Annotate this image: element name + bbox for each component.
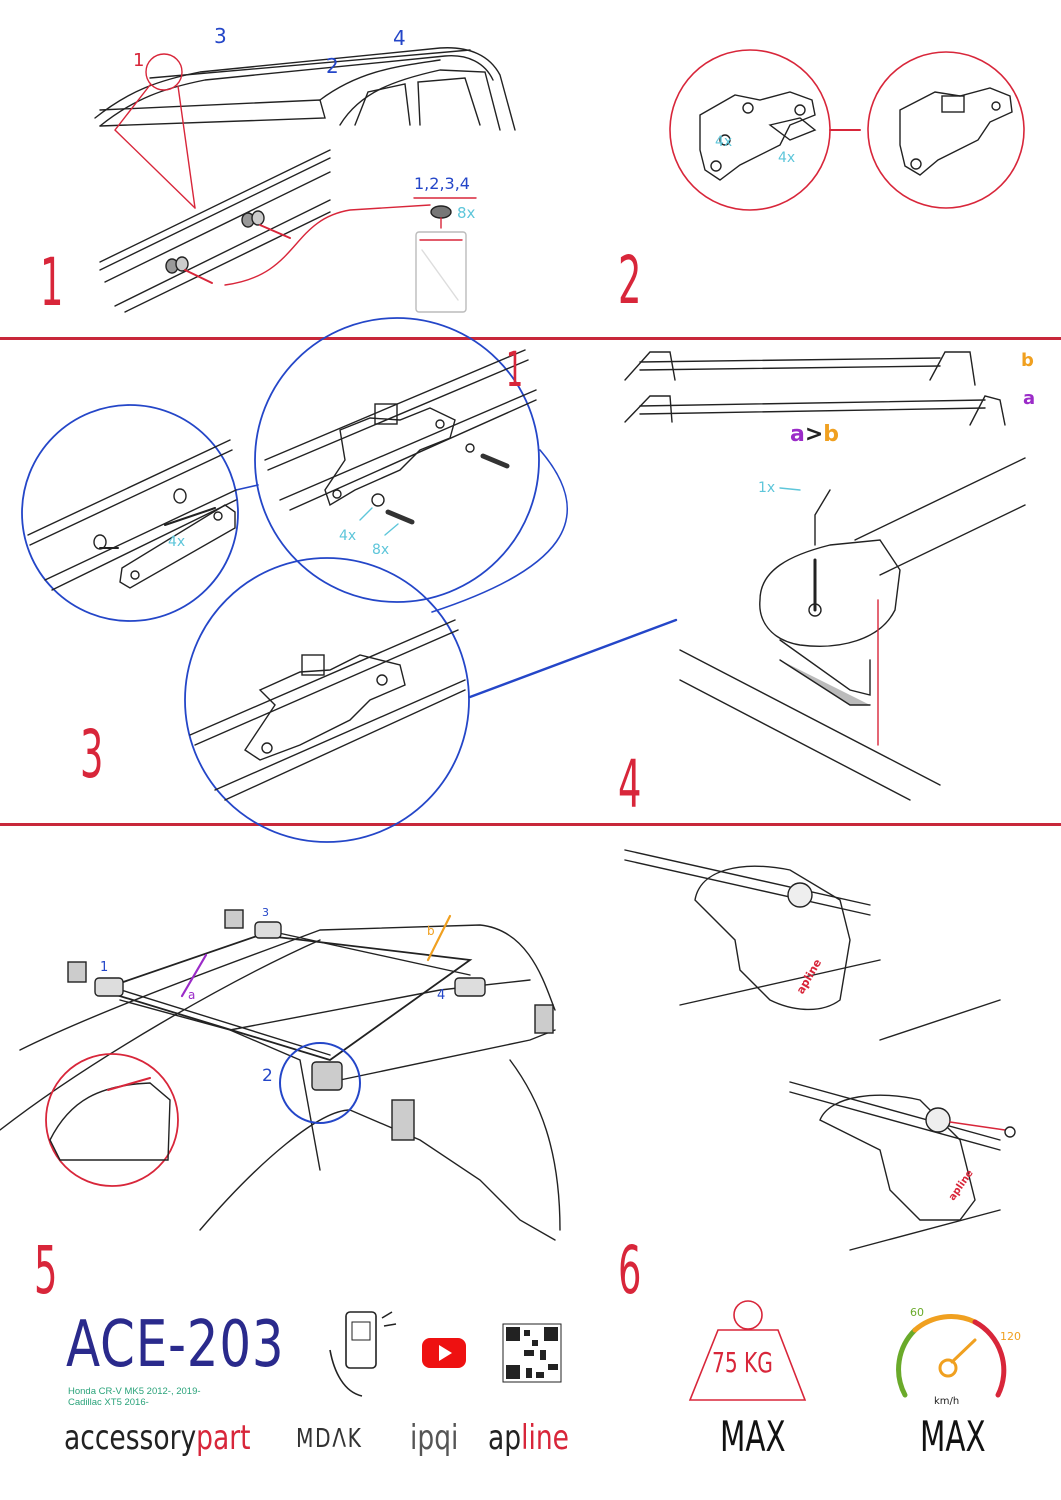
tool-count: 1x [758, 480, 776, 496]
position-label-1: 1 [100, 960, 109, 975]
arrow-label-a: a [188, 988, 196, 1002]
roof-rail-closeup [99, 149, 331, 313]
bag-count: 8x [457, 204, 476, 222]
compat-line-2: Cadillac XT5 2016- [68, 1397, 149, 1408]
bracket-plate-right [899, 87, 1013, 176]
roofrail-closeup-plate-holes [27, 439, 237, 591]
section-divider-bottom [0, 823, 1061, 826]
crossbar-pair [624, 351, 1006, 426]
count-bolt: 8x [372, 542, 390, 558]
brand-ipqi: ipqi [410, 1418, 459, 1458]
count-right: 4x [778, 150, 796, 166]
speedometer-icon [896, 1314, 1007, 1398]
arrow-label-b: b [427, 924, 435, 938]
load-value: 75 KG [712, 1346, 773, 1379]
bag-header: 1,2,3,4 [414, 174, 470, 193]
speed-max: MAX [920, 1412, 986, 1461]
bar-label-a: a [1023, 388, 1036, 409]
step-number-4: 4 [618, 746, 642, 823]
step-number-3: 3 [80, 716, 104, 793]
rail-label-3: 3 [214, 24, 227, 48]
load-max: MAX [720, 1412, 786, 1461]
brand-mdak: MDΛK [296, 1424, 363, 1454]
position-label-2: 2 [262, 1066, 273, 1086]
car-roof-drawing [94, 47, 516, 131]
rail-label-4: 4 [393, 26, 406, 50]
bracket-mount-closeup [264, 349, 537, 525]
count-left: 4x [715, 134, 733, 150]
weight-icon [688, 1300, 807, 1401]
bracket-plate-left [699, 91, 817, 181]
model-number: ACE-203 [66, 1308, 285, 1382]
speed-60: 60 [910, 1306, 924, 1319]
brand-accessory-text: accessory [64, 1418, 197, 1458]
order-b: b [823, 422, 840, 447]
step-number-5: 5 [34, 1232, 58, 1309]
order-a: a [790, 422, 805, 447]
rail-label-1: 1 [133, 50, 145, 71]
count-washer: 4x [339, 528, 357, 544]
lock-detail-bottom [789, 1081, 1016, 1251]
brand-accessorypart: accessorypart [64, 1418, 251, 1458]
substep-number-1: 1 [506, 342, 524, 398]
compat-line-1: Honda CR-V MK5 2012-, 2019- [68, 1386, 201, 1397]
section-divider-top [0, 337, 1061, 340]
youtube-icon [422, 1338, 466, 1368]
speed-120: 120 [1000, 1330, 1021, 1343]
speed-unit: km/h [934, 1396, 960, 1407]
bracket-installed-closeup [189, 619, 466, 801]
order-gt: > [804, 422, 824, 447]
foot-assembly [679, 457, 1026, 801]
bar-label-b: b [1021, 350, 1034, 371]
count-plate: 4x [168, 534, 186, 550]
phone-qr-scan-icon [329, 1311, 397, 1397]
qr-code-icon [502, 1323, 562, 1383]
lock-detail-top [624, 849, 1001, 1041]
rail-label-2: 2 [326, 54, 339, 78]
step-number-6: 6 [618, 1232, 642, 1309]
parts-bag [415, 231, 467, 313]
position-label-3: 3 [262, 906, 269, 919]
step-number-1: 1 [40, 244, 64, 321]
car-roof-overview [0, 909, 561, 1241]
brand-part-text: part [196, 1418, 251, 1458]
brand-ap-text: ap [488, 1418, 522, 1458]
position-label-4: 4 [437, 988, 446, 1003]
brand-apline: apline [488, 1418, 569, 1458]
step-number-2: 2 [618, 242, 642, 319]
bar-order: a>b [790, 422, 839, 447]
brand-line-text: line [521, 1418, 569, 1458]
